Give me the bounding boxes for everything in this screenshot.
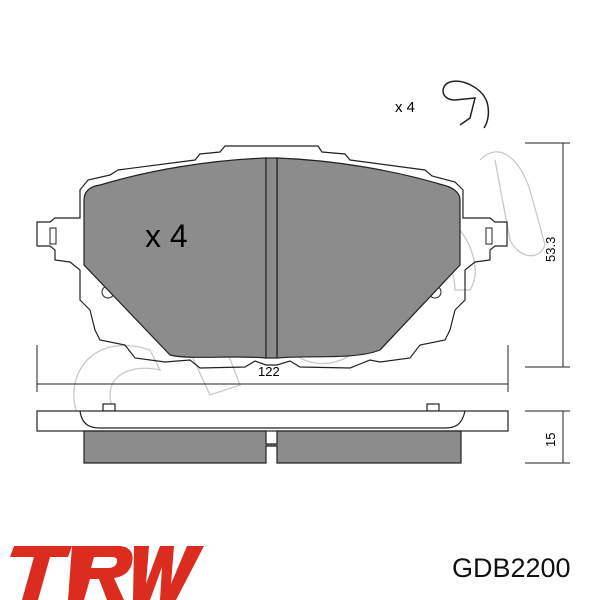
thickness-dimension [525,410,570,464]
retaining-clip-icon [442,80,490,129]
clip-quantity-label: x 4 [395,99,415,116]
pad-center-groove [265,157,278,359]
side-view [36,403,509,464]
left-ear-slot [49,227,57,245]
thickness-dimension-label: 15 [543,433,558,447]
part-number: GDB2200 [452,553,571,583]
right-ear-slot [485,227,493,245]
width-dimension-label: 122 [258,364,280,379]
width-dimension [36,345,509,392]
height-dimension-label: 53.3 [543,237,558,262]
friction-pad-right [276,157,461,359]
pad-quantity-label: x 4 [145,218,188,254]
friction-pad-left [83,157,267,359]
trw-logo [10,546,204,600]
height-dimension [525,142,570,368]
backing-plate-outline [36,145,508,369]
